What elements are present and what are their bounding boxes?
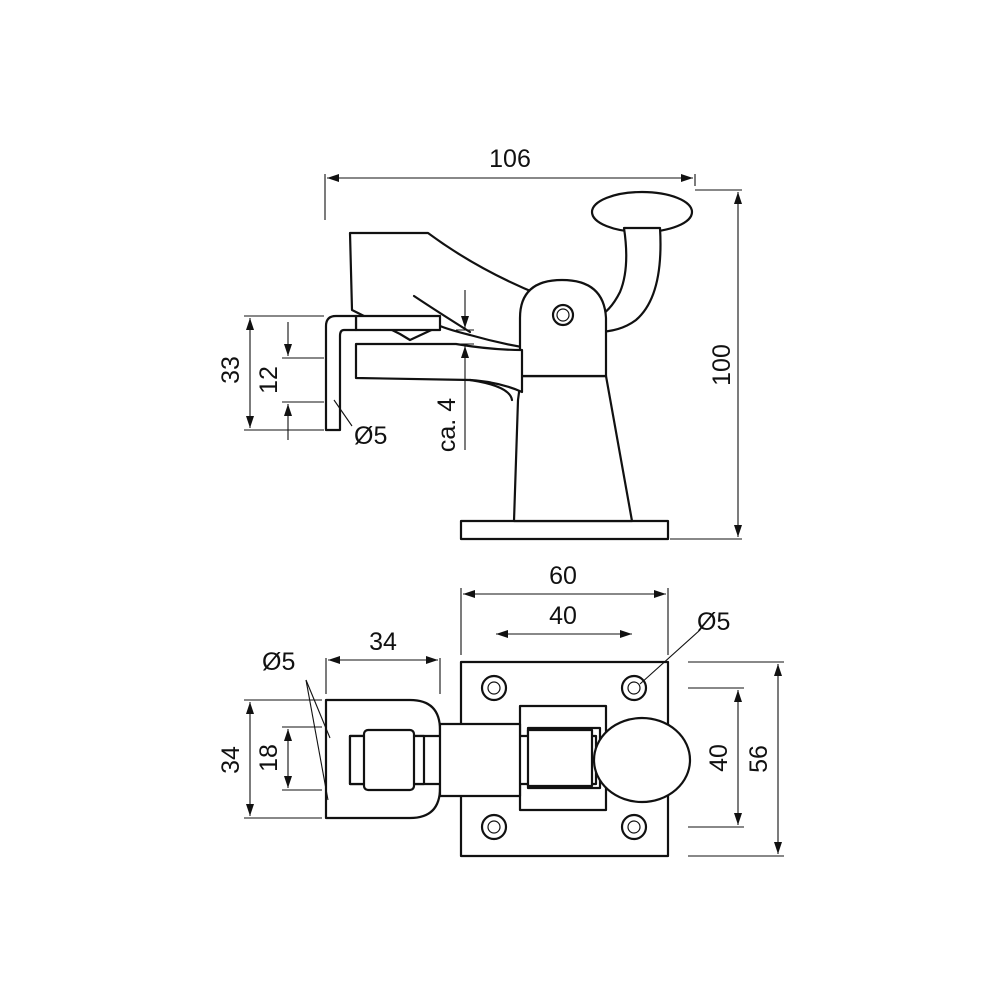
dim-hook-gap: 12 [255,366,283,394]
pedestal-body [512,374,634,523]
dim-hole-spacing-y: 40 [705,744,733,772]
side-view: 106 100 33 12 ca. 4 Ø5 [217,145,742,541]
knob-top [592,716,692,804]
dim-hole-diameter: Ø5 [697,608,730,636]
dim-total-height: 100 [708,344,736,386]
knob [590,190,694,234]
mounting-hole-icon [480,813,508,841]
top-view: 60 40 Ø5 34 Ø5 34 18 40 5 [217,562,784,858]
dim-keeper-height: 34 [217,746,245,774]
mounting-hole-icon [620,674,648,702]
keeper-hook [324,314,358,432]
hinge-head [518,278,608,378]
mounting-hole-icon [620,813,648,841]
dim-plate-height: 56 [745,745,773,773]
dim-hole-spacing-x: 40 [549,602,577,630]
dim-keeper-width: 34 [369,628,397,656]
dim-plate-width: 60 [549,562,577,590]
dim-keeper-inner: 18 [255,744,283,772]
lever-arm [348,231,542,352]
dim-hook-height: 33 [217,356,245,384]
base-plate [459,519,670,541]
hinge-pin-icon [551,303,575,327]
latch-jaw [354,342,524,394]
dim-hook-diameter: Ø5 [354,422,387,450]
mounting-hole-icon [480,674,508,702]
latch-tongue [354,314,442,332]
dim-hook-gap-approx: ca. 4 [433,398,461,452]
dim-keeper-diameter: Ø5 [262,648,295,676]
dim-total-width: 106 [489,145,531,173]
